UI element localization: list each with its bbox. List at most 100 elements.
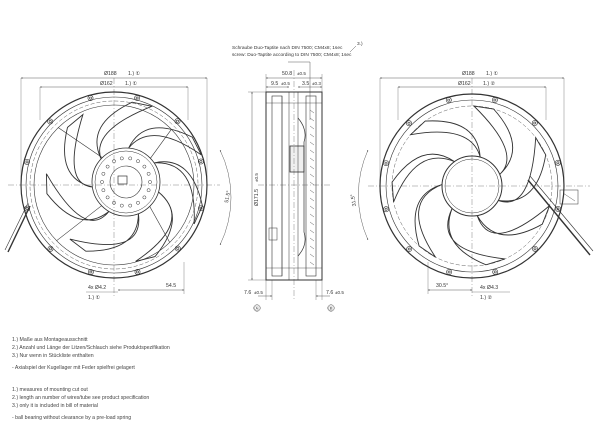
mounting-hole bbox=[407, 121, 411, 125]
hub-hole bbox=[148, 180, 152, 184]
strut bbox=[149, 206, 170, 243]
rib-mark bbox=[309, 253, 315, 258]
mounting-lug bbox=[197, 158, 204, 165]
back-inner-ref: 1.) ② bbox=[483, 81, 495, 87]
note-de-bearing: - Axialspiel der Kugellager mit Feder sp… bbox=[12, 365, 135, 371]
side-dimension-labels: Schraube Duo-Taptite nach DIN 7500; CM4x… bbox=[232, 41, 363, 312]
fan-blade bbox=[96, 101, 154, 160]
mounting-lug bbox=[198, 205, 204, 211]
mounting-hole bbox=[199, 160, 203, 163]
notes-english: 1.) measures of mounting cut out 2.) len… bbox=[12, 386, 312, 410]
back-overall-dim: Ø188 bbox=[462, 71, 475, 77]
hub-hole bbox=[100, 180, 104, 184]
hub-hole bbox=[142, 195, 147, 200]
fan-blade bbox=[476, 205, 551, 236]
note-en-1: 1.) measures of mounting cut out bbox=[12, 387, 88, 393]
hub-hole bbox=[105, 195, 110, 200]
front-blades bbox=[45, 101, 203, 262]
fan-blade bbox=[154, 161, 203, 225]
hub-hole bbox=[128, 203, 133, 208]
rib-mark bbox=[309, 189, 315, 194]
front-angle-dim: 51.5° bbox=[224, 190, 232, 203]
back-inner-dim: Ø162 bbox=[458, 81, 471, 87]
back-holes-ref: 1.) ② bbox=[480, 295, 492, 301]
side-label bbox=[268, 227, 278, 241]
mounting-lug bbox=[383, 160, 389, 166]
side-bottom-left-tol: ±0.5 bbox=[254, 290, 263, 295]
mounting-lug bbox=[555, 159, 561, 166]
mounting-lug bbox=[555, 205, 561, 212]
hub-hole bbox=[119, 156, 124, 161]
front-hub bbox=[91, 147, 161, 217]
mounting-hole bbox=[48, 120, 52, 123]
notes-german: 1.) Maße aus Montageausschnitt 2.) Anzah… bbox=[12, 336, 312, 360]
hub-hole bbox=[101, 188, 106, 193]
rib-mark bbox=[309, 109, 315, 114]
back-angle-dim: 31.5° bbox=[350, 194, 358, 207]
mounting-lug bbox=[492, 268, 499, 275]
front-holes-ref: 1.) ① bbox=[88, 295, 100, 301]
mounting-lug bbox=[134, 268, 141, 275]
mounting-hole bbox=[49, 247, 52, 251]
mounting-hole bbox=[556, 207, 560, 211]
front-overall-dim: Ø188 bbox=[104, 71, 117, 77]
hub-hole bbox=[136, 159, 140, 164]
mounting-lug bbox=[47, 245, 54, 252]
mounting-hole bbox=[493, 270, 497, 274]
front-inner-dim: Ø162 bbox=[100, 81, 113, 87]
front-cable bbox=[7, 205, 31, 253]
front-dimension-labels: Ø188 1.) ① Ø162 1.) ① 51.5° 54.5 4x Ø4.2… bbox=[88, 71, 232, 301]
rib-mark bbox=[309, 157, 315, 162]
mounting-lug bbox=[87, 95, 94, 101]
side-marker-b: Ⓑ bbox=[329, 305, 334, 312]
note-de-2: 2.) Anzahl und Länge der Litzen/Schlauch… bbox=[12, 345, 170, 351]
back-blades bbox=[391, 105, 551, 266]
mounting-lug bbox=[406, 120, 412, 127]
rib-mark bbox=[309, 181, 315, 186]
side-height-tol: ±0.5 bbox=[254, 173, 259, 182]
front-struts bbox=[56, 127, 172, 243]
fan-blade bbox=[128, 127, 202, 156]
hub-hole bbox=[101, 171, 106, 176]
side-width-tol: ±0.5 bbox=[297, 71, 306, 76]
side-flange-dim: 3.5 bbox=[302, 81, 309, 87]
mounting-hole bbox=[407, 247, 411, 251]
mounting-hole bbox=[493, 98, 497, 102]
hub-hole bbox=[105, 164, 110, 169]
mounting-hole bbox=[25, 160, 29, 164]
back-overall-ref: 1.) ① bbox=[486, 71, 498, 77]
front-holes-dim: 4x Ø4.2 bbox=[88, 285, 106, 291]
mounting-lug bbox=[406, 246, 413, 252]
side-ribs bbox=[309, 109, 315, 266]
side-connector bbox=[289, 145, 305, 173]
side-marker-a: Ⓐ bbox=[255, 305, 260, 312]
screw-annotation-de: Schraube Duo-Taptite nach DIN 7500; CM4x… bbox=[232, 45, 343, 51]
note-en-bearing: - ball bearing without clearance by a pr… bbox=[12, 415, 132, 421]
mounting-hole bbox=[447, 98, 451, 102]
screw-annotation-en: screw: Duo-Taptite according to DIN 7500… bbox=[232, 52, 352, 58]
rib-mark bbox=[309, 125, 315, 130]
front-view bbox=[4, 77, 232, 298]
mounting-lug bbox=[174, 245, 181, 252]
mounting-hole bbox=[135, 96, 139, 100]
back-dimension-labels: Ø188 1.) ① Ø162 1.) ② 31.5° 30.5° 4x Ø4.… bbox=[350, 71, 499, 301]
rib-mark bbox=[309, 205, 315, 210]
mounting-lug bbox=[383, 206, 389, 213]
mounting-hole bbox=[89, 96, 92, 100]
rib-mark bbox=[309, 165, 315, 170]
fan-blade bbox=[409, 120, 481, 158]
side-width-dim: 50.8 bbox=[282, 71, 292, 77]
rib-mark bbox=[309, 149, 315, 154]
hub-hole bbox=[142, 164, 147, 169]
fan-blade bbox=[414, 184, 443, 258]
back-mounting-lugs bbox=[383, 97, 561, 275]
mounting-lug bbox=[174, 118, 181, 125]
fan-blade bbox=[447, 208, 506, 266]
front-spacing-dim: 54.5 bbox=[166, 283, 176, 289]
notes-block: 1.) Maße aus Montageausschnitt 2.) Anzah… bbox=[12, 336, 312, 426]
mounting-hole bbox=[176, 247, 180, 250]
back-spacing-dim: 30.5° bbox=[436, 283, 448, 289]
hub-hole bbox=[136, 200, 140, 205]
mounting-lug bbox=[47, 118, 54, 125]
